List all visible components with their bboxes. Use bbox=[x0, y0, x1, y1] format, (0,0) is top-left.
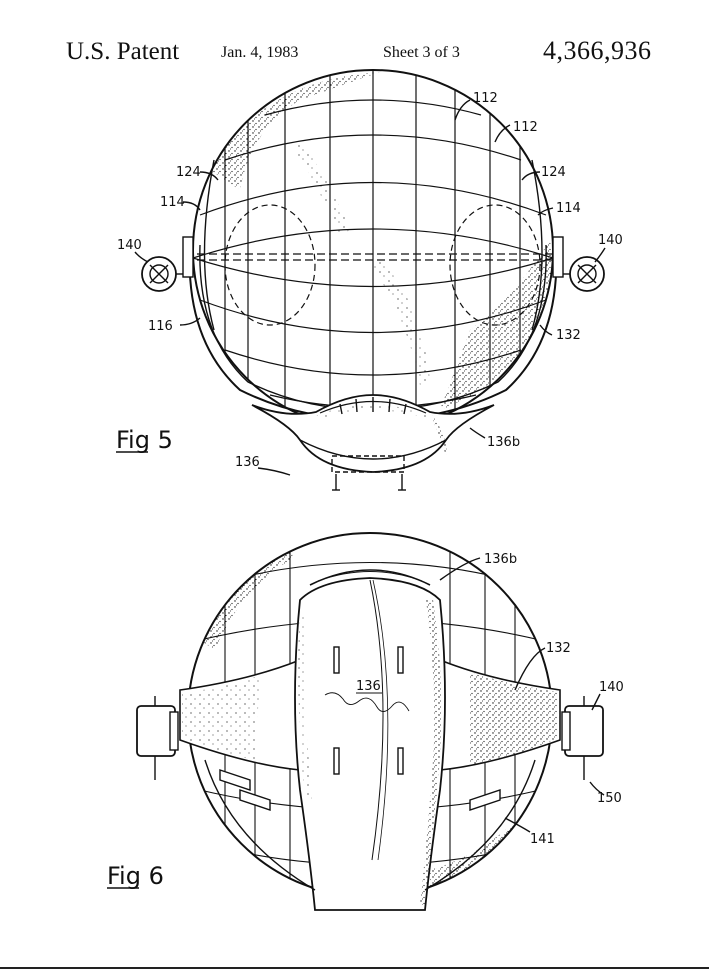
fig6-label-150: 150 bbox=[597, 791, 622, 806]
fig5-label-116: 116 bbox=[148, 319, 173, 334]
fig5-caption: Fig 5 bbox=[116, 426, 173, 454]
fig6-caption: Fig 6 bbox=[107, 862, 164, 890]
page-bottom-rule bbox=[0, 967, 709, 969]
fig6-label-132: 132 bbox=[546, 641, 571, 656]
fig6-label-140: 140 bbox=[599, 680, 624, 695]
fig6-label-141: 141 bbox=[530, 832, 555, 847]
fig5-label-124-right: 124 bbox=[541, 165, 566, 180]
fig5-label-136: 136 bbox=[235, 455, 260, 470]
fig5-label-124-left: 124 bbox=[176, 165, 201, 180]
fig5-label-132: 132 bbox=[556, 328, 581, 343]
figure-5 bbox=[134, 69, 606, 491]
fig5-label-140-right: 140 bbox=[598, 233, 623, 248]
fig6-label-136: 136 bbox=[356, 679, 381, 694]
patent-number: 4,366,936 bbox=[543, 36, 652, 65]
fig5-label-114-right: 114 bbox=[556, 201, 581, 216]
fig6-label-136b: 136b bbox=[484, 552, 517, 567]
fig5-label-112-right: 112 bbox=[513, 120, 538, 135]
patent-header-title: U.S. Patent bbox=[66, 38, 180, 65]
sheet-number: Sheet 3 of 3 bbox=[383, 44, 460, 61]
fig5-label-140-left: 140 bbox=[117, 238, 142, 253]
figure-6 bbox=[136, 532, 605, 911]
fig5-label-114-left: 114 bbox=[160, 195, 185, 210]
fig5-label-136b: 136b bbox=[487, 435, 520, 450]
patent-date: Jan. 4, 1983 bbox=[221, 44, 299, 61]
fig5-label-112-top: 112 bbox=[473, 91, 498, 106]
